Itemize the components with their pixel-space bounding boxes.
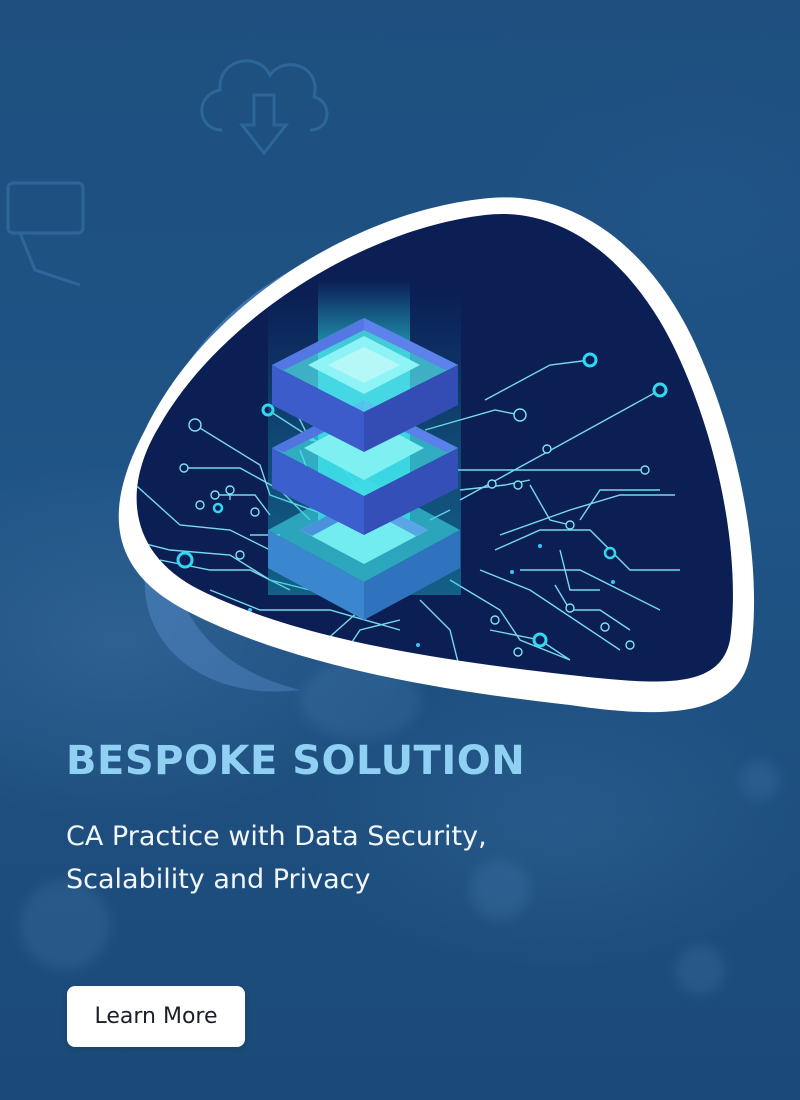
headline: BESPOKE SOLUTION (66, 738, 526, 784)
learn-more-button[interactable]: Learn More (67, 986, 245, 1047)
bokeh-light (675, 945, 725, 995)
hero-illustration (118, 197, 755, 713)
subheadline-line-1: CA Practice with Data Security, (66, 821, 487, 852)
subheadline-line-2: Scalability and Privacy (66, 864, 371, 895)
bokeh-light (20, 880, 110, 970)
device-icon (6, 181, 85, 287)
bokeh-light (470, 860, 530, 920)
bokeh-light (740, 760, 780, 800)
cloud-download-icon (200, 59, 329, 156)
subheadline: CA Practice with Data Security, Scalabil… (66, 815, 626, 901)
server-stack-icon (268, 318, 460, 620)
